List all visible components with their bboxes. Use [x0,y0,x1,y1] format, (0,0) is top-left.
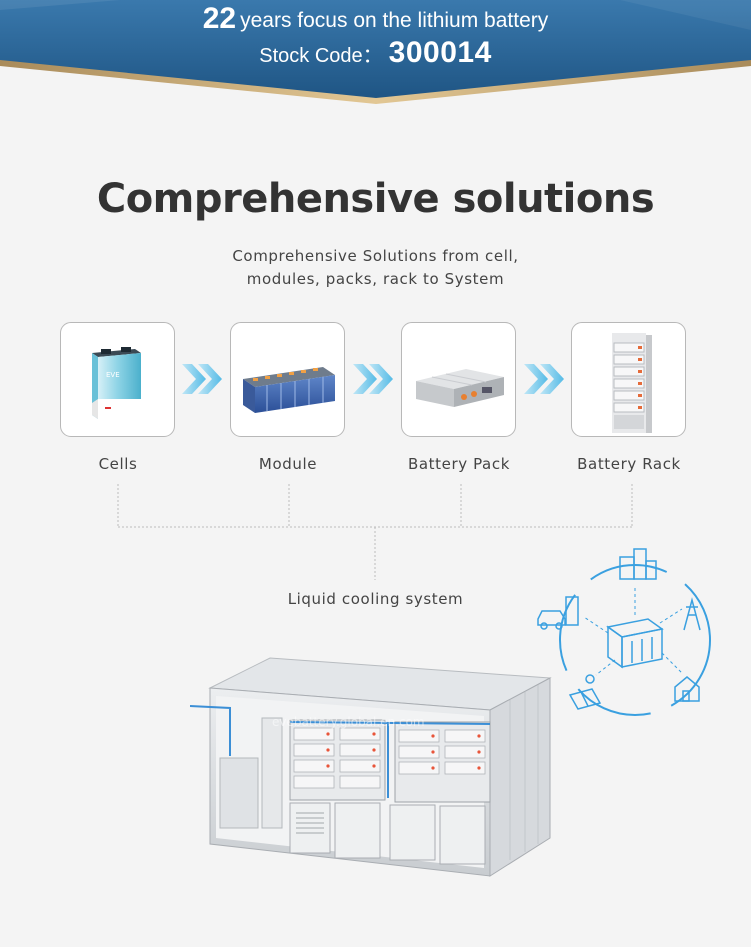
solar-panel-icon [568,674,602,710]
power-tower-icon [683,597,701,631]
stock-code: 300014 [388,36,492,69]
page-title: Comprehensive solutions [96,176,655,222]
stock-label: Stock Code： [259,45,383,67]
battery-module-icon [243,367,335,413]
page-subtitle: Comprehensive Solutions from cell, modul… [0,245,751,291]
subtitle-line-1: Comprehensive Solutions from cell, [232,247,519,265]
stage-card-pack [401,322,516,437]
system-label: Liquid cooling system [287,590,464,608]
storage-container-icon [606,618,664,669]
stage-label-cells: Cells [98,455,138,473]
energy-ecosystem-diagram [537,548,711,716]
stage-card-module [230,322,345,437]
stage-card-rack [571,322,686,437]
watermark-text: evebattery.global.en.com [272,715,425,729]
stage-label-rack: Battery Rack [577,455,681,473]
liquid-cooling-container-image: evebattery.global.en.com [190,657,552,877]
battery-rack-icon [612,333,652,433]
stage-label-module: Module [258,455,318,473]
stage-card-cells: EVE [60,322,175,437]
battery-pack-icon [416,369,504,407]
city-building-icon [619,548,657,580]
house-icon [674,676,700,702]
arrow-icon [182,364,222,394]
banner-tagline: years focus on the lithium battery [240,9,549,32]
ev-charging-icon [537,596,579,630]
svg-text:EVE: EVE [106,371,120,379]
battery-cell-icon: EVE [92,347,141,419]
arrow-icon [353,364,393,394]
banner-background [0,0,751,104]
stage-label-pack: Battery Pack [408,455,510,473]
years-count: 22 [202,2,237,35]
arrow-icon [524,364,564,394]
subtitle-line-2: modules, packs, rack to System [246,270,505,288]
